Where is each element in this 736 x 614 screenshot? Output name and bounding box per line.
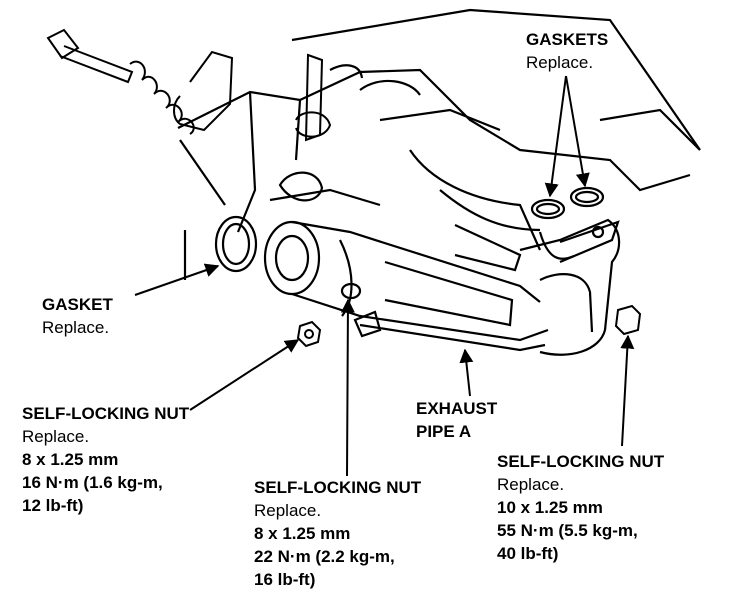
nut-left-title: SELF-LOCKING NUT [22,404,190,423]
bracket [295,53,332,142]
arrow-gaskets-2 [565,75,590,188]
nut-left-torque: 16 N·m (1.6 kg-m, [22,473,163,492]
nut-left-note: Replace. [22,427,90,446]
nut-middle-torque: 22 N·m (2.2 kg-m, [254,547,395,566]
nut-left [296,320,322,348]
nut-left-size: 8 x 1.25 mm [22,450,119,469]
gaskets-note: Replace. [526,53,594,72]
arrow-nut-left [189,339,300,411]
nut-right-torque2: 40 lb-ft) [497,544,559,563]
nut-right-size: 10 x 1.25 mm [497,498,603,517]
nut-right-callout: SELF-LOCKING NUT Replace. 10 x 1.25 mm 5… [497,450,664,565]
nut-middle-callout: SELF-LOCKING NUT Replace. 8 x 1.25 mm 22… [254,476,421,591]
gasket-callout: GASKET Replace. [42,293,113,339]
arrow-nut-mid [340,298,355,477]
nut-left-callout: SELF-LOCKING NUT Replace. 8 x 1.25 mm 16… [22,402,189,517]
gaskets-title: GASKETS [526,30,609,49]
exhaust-pipe-a [263,218,621,356]
exhaust-pipe-callout: EXHAUST PIPE A [416,397,497,443]
twin-gaskets [530,186,605,220]
gaskets-callout: GASKETS Replace. [526,28,608,74]
nut-middle-torque2: 16 lb-ft) [254,570,316,589]
exhaust-line1: EXHAUST [416,399,498,418]
nut-left-torque2: 12 lb-ft) [22,496,84,515]
nut-right-torque: 55 N·m (5.5 kg-m, [497,521,638,540]
leader-arrows [134,75,635,477]
engine-block [177,8,701,280]
arrow-gasket [134,263,220,296]
nut-middle-title: SELF-LOCKING NUT [254,478,422,497]
nut-right-title: SELF-LOCKING NUT [497,452,665,471]
gasket-title: GASKET [42,295,113,314]
arrow-exhaust [459,348,474,397]
nut-middle-note: Replace. [254,501,322,520]
exhaust-line2: PIPE A [416,422,472,441]
nut-right-note: Replace. [497,475,565,494]
arrow-gaskets-1 [544,75,567,198]
gasket-note: Replace. [42,318,110,337]
flange-bolt-spring [46,28,234,135]
arrow-nut-right [620,334,635,447]
left-gasket-ring [214,215,258,273]
nut-middle-size: 8 x 1.25 mm [254,524,351,543]
nut-right [614,304,642,336]
